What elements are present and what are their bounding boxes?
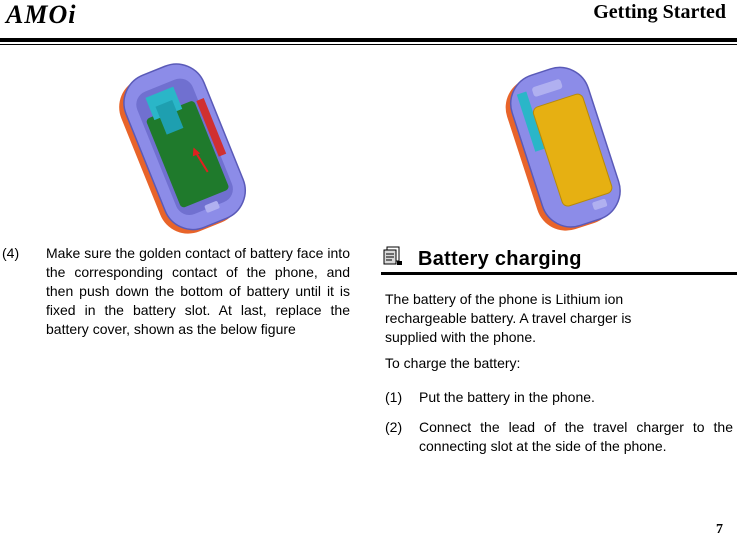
list-item-number: (2) (385, 419, 403, 435)
list-item: (1) Put the battery in the phone. (385, 388, 733, 407)
header-rule-thin (0, 44, 737, 45)
brand-logo: AMOi (6, 0, 77, 29)
page-number: 7 (716, 522, 723, 537)
section-lead: To charge the battery: (385, 355, 521, 371)
section-rule (381, 272, 737, 275)
phone-battery-insertion-illustration (119, 63, 246, 234)
section-title: Battery charging (418, 248, 582, 270)
phone-battery-installed-illustration (505, 66, 621, 231)
list-item-text: Put the battery in the phone. (419, 389, 595, 405)
header-rule-thick (0, 38, 737, 42)
list-item-text: Connect the lead of the travel charger t… (419, 419, 733, 454)
step-number: (4) (2, 245, 20, 261)
chapter-title: Getting Started (593, 1, 726, 23)
step-text: Make sure the golden contact of battery … (46, 245, 350, 337)
note-icon (383, 246, 402, 265)
section-intro: The battery of the phone is Lithium ion … (385, 291, 632, 345)
step-4: (4) Make sure the golden contact of batt… (2, 244, 350, 339)
list-item: (2) Connect the lead of the travel charg… (385, 418, 733, 456)
list-item-number: (1) (385, 389, 403, 405)
